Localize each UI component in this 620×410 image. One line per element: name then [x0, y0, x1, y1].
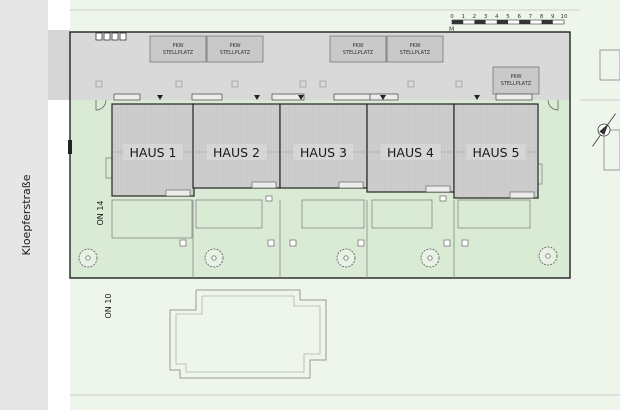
- scale-tick-label: 5: [506, 14, 510, 20]
- tree-icon: [204, 248, 224, 268]
- house-label: HAUS 1: [130, 145, 177, 160]
- north-arrow: N: [592, 113, 616, 147]
- north-label: N: [599, 127, 607, 135]
- house-label: HAUS 5: [473, 145, 520, 160]
- scale-tick-label: 2: [473, 14, 477, 20]
- scale-tick-label: 4: [495, 14, 499, 20]
- parking-space: PKW STELLPLATZ: [386, 35, 444, 63]
- house-label: HAUS 2: [213, 145, 260, 160]
- garden-steps: [179, 195, 469, 247]
- parking-label-line1: PKW: [409, 43, 420, 49]
- parking-label-line2: STELLPLATZ: [400, 50, 431, 56]
- house-3: HAUS 3: [279, 103, 368, 189]
- neighbor-house-inner-outline: [175, 295, 321, 373]
- parking-label-line2: STELLPLATZ: [501, 81, 532, 87]
- parking-space: PKW STELLPLATZ: [492, 66, 540, 95]
- entrance-marker: [68, 140, 72, 154]
- street-name-label: Kloepferstraße: [20, 174, 33, 255]
- house-label: HAUS 3: [300, 145, 347, 160]
- refuse-bins: [95, 32, 127, 41]
- tree-icon: [336, 248, 356, 268]
- parcel-label-current: ON 14: [96, 200, 105, 225]
- pavement-markers: [95, 80, 463, 88]
- parking-space: PKW STELLPLATZ: [329, 35, 387, 63]
- tree-icon: [78, 248, 98, 268]
- house-2: HAUS 2: [192, 103, 281, 189]
- scale-unit: M: [449, 26, 454, 33]
- scale-tick-label: 7: [529, 14, 533, 20]
- scale-tick-label: 10: [561, 14, 568, 20]
- tree-icon: [538, 246, 558, 266]
- street-area: [0, 0, 48, 410]
- scale-tick-label: 8: [540, 14, 544, 20]
- house-4: HAUS 4: [366, 103, 455, 193]
- garden-gates: [95, 99, 559, 111]
- scale-tick-label: 1: [461, 14, 465, 20]
- parcel-boundary: [69, 31, 571, 279]
- neighbor-house-outline: [169, 289, 327, 379]
- parcel-label-neighbor: ON 10: [104, 293, 113, 318]
- tree-icon: [420, 248, 440, 268]
- parking-label-line1: PKW: [510, 74, 521, 80]
- garden-partitions: [105, 157, 543, 278]
- scale-tick-label: 3: [484, 14, 488, 20]
- parking-label-line1: PKW: [229, 43, 240, 49]
- neighbor-building-outline: [603, 129, 620, 171]
- scale-tick-label: 9: [551, 14, 555, 20]
- house-label: HAUS 4: [387, 145, 434, 160]
- parking-label-line1: PKW: [352, 43, 363, 49]
- parking-space: PKW STELLPLATZ: [149, 35, 207, 63]
- house-5: HAUS 5: [453, 103, 539, 199]
- scale-tick-label: 6: [517, 14, 521, 20]
- house-1: HAUS 1: [111, 103, 195, 197]
- parking-label-line2: STELLPLATZ: [343, 50, 374, 56]
- neighbor-building-outline: [599, 49, 620, 81]
- parking-label-line2: STELLPLATZ: [163, 50, 194, 56]
- driveway-entry: [48, 30, 70, 100]
- entrance-triangles: [157, 95, 480, 100]
- scale-bar: 0 1 2 3 4 5 6 7 8 9 10 M: [449, 14, 568, 33]
- parking-label-line1: PKW: [172, 43, 183, 49]
- scale-tick-label: 0: [450, 14, 454, 20]
- parking-label-line2: STELLPLATZ: [220, 50, 251, 56]
- parking-space: PKW STELLPLATZ: [206, 35, 264, 63]
